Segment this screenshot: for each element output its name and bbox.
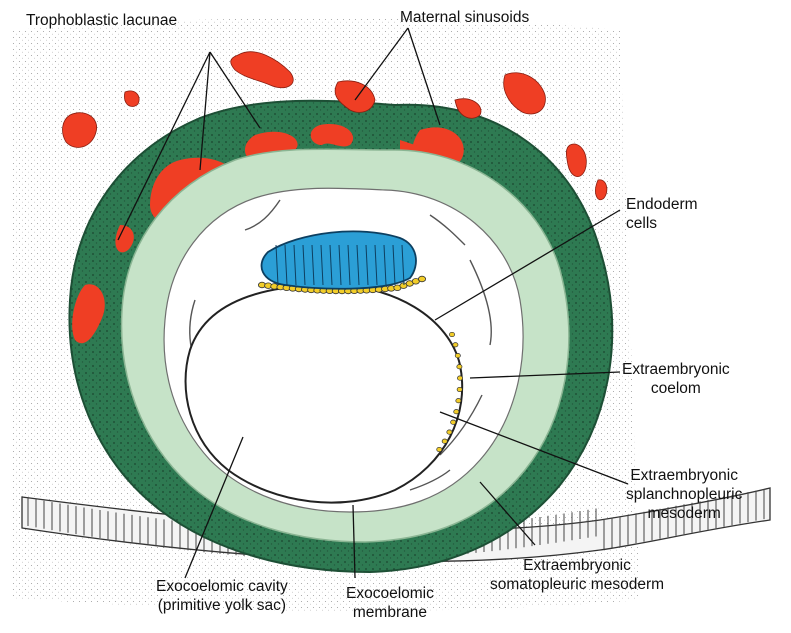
label-extraembryonic-coelom: Extraembryonic coelom [622,360,730,398]
maternal-sinusoids [62,51,608,201]
label-maternal-sinusoids: Maternal sinusoids [400,9,530,26]
label-exocoelomic-membrane-line2: membrane [352,604,427,621]
label-exocoelomic-cavity-line1: Exocoelomic cavity [156,578,288,595]
label-somatopleuric-line2: somatopleuric mesoderm [490,576,665,593]
label-endoderm-cells: Endoderm cells [626,195,698,233]
exocoelomic-cavity [184,283,464,504]
label-splanchnopleuric-line1: Extraembryonic [630,467,738,484]
label-exocoelomic-membrane: Exocoelomic membrane [346,584,434,622]
label-extraembryonic-coelom-line2: coelom [650,380,701,397]
label-somatopleuric-line1: Extraembryonic [523,557,631,574]
label-somatopleuric-mesoderm: Extraembryonic somatopleuric mesoderm [490,556,664,594]
label-exocoelomic-membrane-line1: Exocoelomic [346,585,434,602]
label-trophoblastic-lacunae: Trophoblastic lacunae [26,12,178,29]
label-splanchnopleuric-line2: splanchnopleuric [626,486,743,503]
label-splanchnopleuric-line3: mesoderm [647,505,721,522]
label-exocoelomic-cavity-line2: (primitive yolk sac) [157,597,287,614]
epiblast [260,230,417,290]
label-endoderm-cells-line2: cells [626,215,658,232]
label-splanchnopleuric-mesoderm: Extraembryonic splanchnopleuric mesoderm [626,466,742,523]
label-exocoelomic-cavity: Exocoelomic cavity (primitive yolk sac) [156,577,288,615]
label-extraembryonic-coelom-line1: Extraembryonic [622,361,730,378]
leader-lines [117,27,629,579]
label-endoderm-cells-line1: Endoderm [626,196,698,213]
